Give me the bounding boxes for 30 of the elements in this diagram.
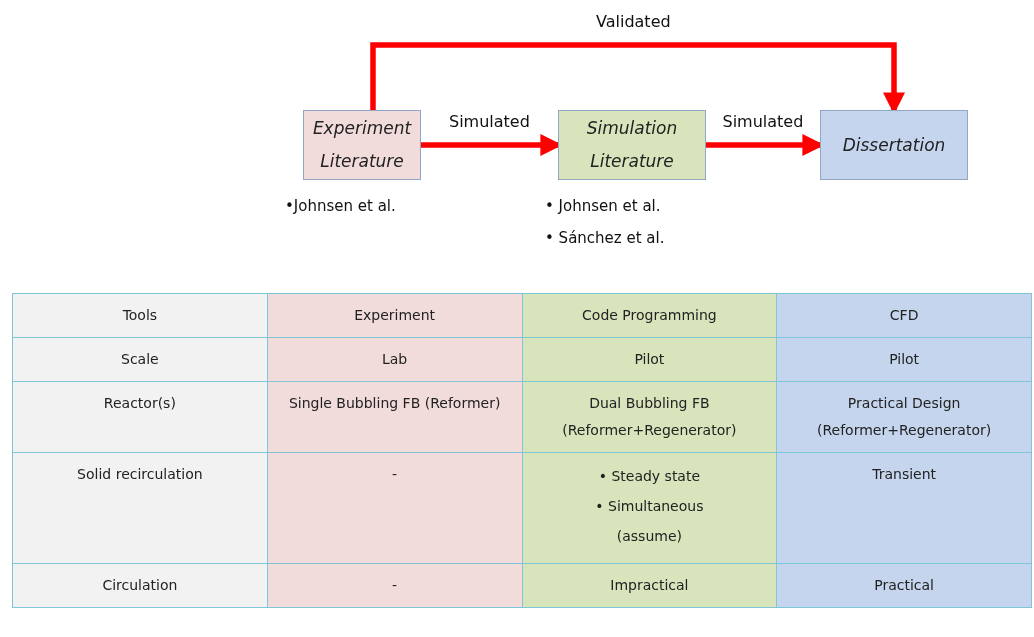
cell-text: Single Bubbling FB (Reformer): [288, 394, 501, 413]
cell-text: Dual Bubbling FB (Reformer+Regenerator): [561, 394, 738, 440]
cell-text: Practical: [874, 576, 934, 595]
cell-text: -: [392, 576, 398, 595]
row-label: Solid recirculation: [77, 465, 203, 484]
cell-text: Experiment: [354, 306, 436, 325]
cell-text: CFD: [889, 306, 919, 325]
citation-text: • Johnsen et al.: [545, 196, 662, 217]
bullet-item: • Simultaneous (assume): [594, 497, 705, 546]
cell-text: Impractical: [610, 576, 689, 595]
node-text: Dissertation: [842, 133, 946, 157]
row-label: Circulation: [102, 576, 178, 595]
process-box: [558, 110, 706, 180]
row-label: Scale: [121, 350, 159, 369]
cell-text: Code Programming: [582, 306, 717, 325]
row-label: Tools: [122, 306, 158, 325]
cell-text: -: [392, 465, 398, 484]
bullet-item: • Steady state: [597, 467, 702, 486]
process-box: [303, 110, 421, 180]
node-text: Simulation Literature: [585, 117, 679, 173]
cell-text: Pilot: [634, 350, 665, 369]
cell-text: Transient: [872, 465, 937, 484]
node-text: Experiment Literature: [311, 117, 413, 173]
cell-text: Pilot: [889, 350, 920, 369]
row-label: Reactor(s): [103, 394, 176, 413]
citation-text: • Sánchez et al.: [545, 228, 665, 249]
cell-text: Lab: [382, 350, 408, 369]
cell-text: Practical Design (Reformer+Regenerator): [816, 394, 993, 440]
process-box: [820, 110, 968, 180]
citation-text: •Johnsen et al.: [285, 196, 396, 217]
